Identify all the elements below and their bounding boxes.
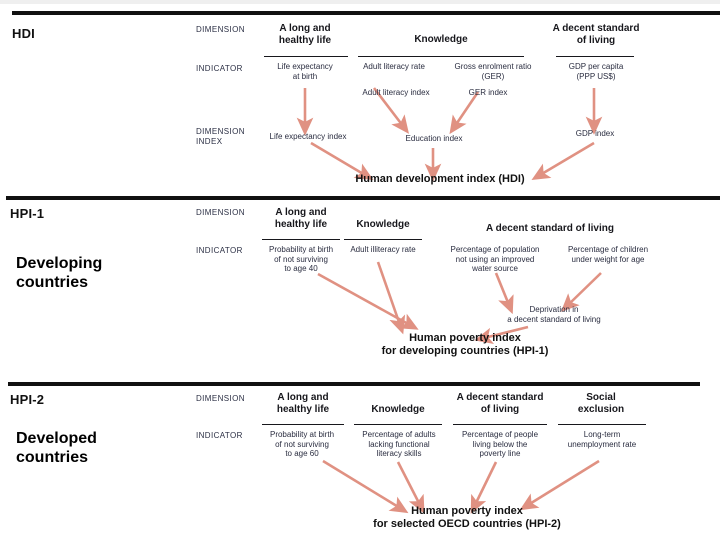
panel-tag-hpi2: HPI-2 xyxy=(10,392,45,407)
indicator-hpi1-adult-illiteracy: Adult illiteracy rate xyxy=(350,245,416,254)
arrow-hpi2-prob60 xyxy=(322,459,409,514)
arrow-hpi1-water xyxy=(494,272,514,315)
panel-tag-hdi: HDI xyxy=(12,26,35,41)
row-label-dimension-hpi2: DIMENSION xyxy=(196,394,245,403)
row-label-indicator-hpi2: INDICATOR xyxy=(196,431,243,440)
dimension-underline-hpi1-health xyxy=(262,239,340,240)
side-label-developed-countries: Developed countries xyxy=(16,430,97,466)
dimension-underline-hpi2-health xyxy=(262,424,344,425)
row-label-dimension-index-hdi: DIMENSION INDEX xyxy=(196,127,245,146)
row-label-indicator-hdi: INDICATOR xyxy=(196,64,243,73)
dimension-title-hdi-living: A decent standard of living xyxy=(552,23,640,46)
arrow-hpi2-literacy xyxy=(396,461,425,514)
indicator-hpi1-prob-40: Probability at birth of not surviving to… xyxy=(268,245,334,273)
final-index-hpi2: Human poverty index for selected OECD co… xyxy=(373,505,561,530)
dimension-title-hpi2-health: A long and healthy life xyxy=(276,392,330,415)
indicator-hpi2-prob-60: Probability at birth of not surviving to… xyxy=(269,430,335,458)
indicator-hdi-adult-literacy-rate: Adult literacy rate xyxy=(363,62,425,71)
dimension-title-hpi2-living: A decent standard of living xyxy=(456,392,544,415)
dimension-title-hpi2-knowledge: Knowledge xyxy=(371,404,425,415)
top-strip xyxy=(0,0,720,4)
dimension-underline-hdi-knowledge xyxy=(358,56,524,57)
dimension-title-hpi1-health: A long and healthy life xyxy=(274,207,328,230)
arrow-hpi2-unemployment xyxy=(519,459,600,511)
subindex-hdi-gdp-index: GDP index xyxy=(575,129,615,138)
panel-tag-hpi1: HPI-1 xyxy=(10,206,45,221)
dimension-underline-hpi1-knowledge xyxy=(344,239,422,240)
arrow-hdi-gdpindex-to-final xyxy=(531,141,595,181)
dimension-title-hpi1-knowledge: Knowledge xyxy=(356,219,410,230)
subindex-hdi-adult-literacy-index: Adult literacy index xyxy=(362,88,430,97)
indicator-hdi-ger: Gross enrolment ratio (GER) xyxy=(454,62,532,81)
subindex-hdi-ger-index: GER index xyxy=(468,88,508,97)
final-index-hpi1: Human poverty index for developing count… xyxy=(381,332,549,357)
indicator-hpi2-unemployment: Long-term unemployment rate xyxy=(567,430,637,449)
divider-rule-bottom xyxy=(8,382,700,386)
dimension-underline-hpi2-living xyxy=(453,424,547,425)
arrow-hpi1-illiteracy xyxy=(376,261,406,335)
indicator-hpi2-functional-literacy: Percentage of adults lacking functional … xyxy=(362,430,436,458)
side-label-developing-countries: Developing countries xyxy=(16,255,103,291)
arrow-hpi1-prob40 xyxy=(317,272,419,330)
dimension-underline-hpi2-knowledge xyxy=(354,424,442,425)
indicator-hdi-gdp-per-capita: GDP per capita (PPP US$) xyxy=(568,62,624,81)
row-label-dimension-hpi1: DIMENSION xyxy=(196,208,245,217)
arrow-hdi-lifeindex-to-final xyxy=(310,141,374,181)
indicator-hdi-life-expectancy: Life expectancy at birth xyxy=(277,62,333,81)
subindex-hdi-life-expectancy-index: Life expectancy index xyxy=(269,132,347,141)
dimension-title-hdi-knowledge: Knowledge xyxy=(414,34,468,45)
subindex-hdi-education-index: Education index xyxy=(405,134,463,143)
dimension-title-hdi-health: A long and healthy life xyxy=(278,23,332,46)
indicator-hpi2-poverty-line: Percentage of people living below the po… xyxy=(461,430,539,458)
final-index-hdi: Human development index (HDI) xyxy=(355,173,525,185)
row-label-dimension-hdi: DIMENSION xyxy=(196,25,245,34)
indicator-hpi1-water-source: Percentage of population not using an im… xyxy=(450,245,540,273)
row-label-indicator-hpi1: INDICATOR xyxy=(196,246,243,255)
subindex-hpi1-deprivation: Deprivation in a decent standard of livi… xyxy=(507,305,601,324)
divider-rule-middle xyxy=(6,196,720,200)
arrow-hpi1-underweight xyxy=(560,272,602,312)
arrow-hpi2-poverty xyxy=(470,461,498,514)
dimension-underline-hpi2-social xyxy=(558,424,646,425)
divider-rule-top xyxy=(12,11,720,15)
dimension-underline-hdi-health xyxy=(264,56,348,57)
dimension-title-hpi2-social: Social exclusion xyxy=(577,392,625,415)
indicator-hpi1-underweight-children: Percentage of children under weight for … xyxy=(567,245,649,264)
dimension-title-hpi1-living: A decent standard of living xyxy=(486,223,614,234)
dimension-underline-hdi-living xyxy=(556,56,634,57)
